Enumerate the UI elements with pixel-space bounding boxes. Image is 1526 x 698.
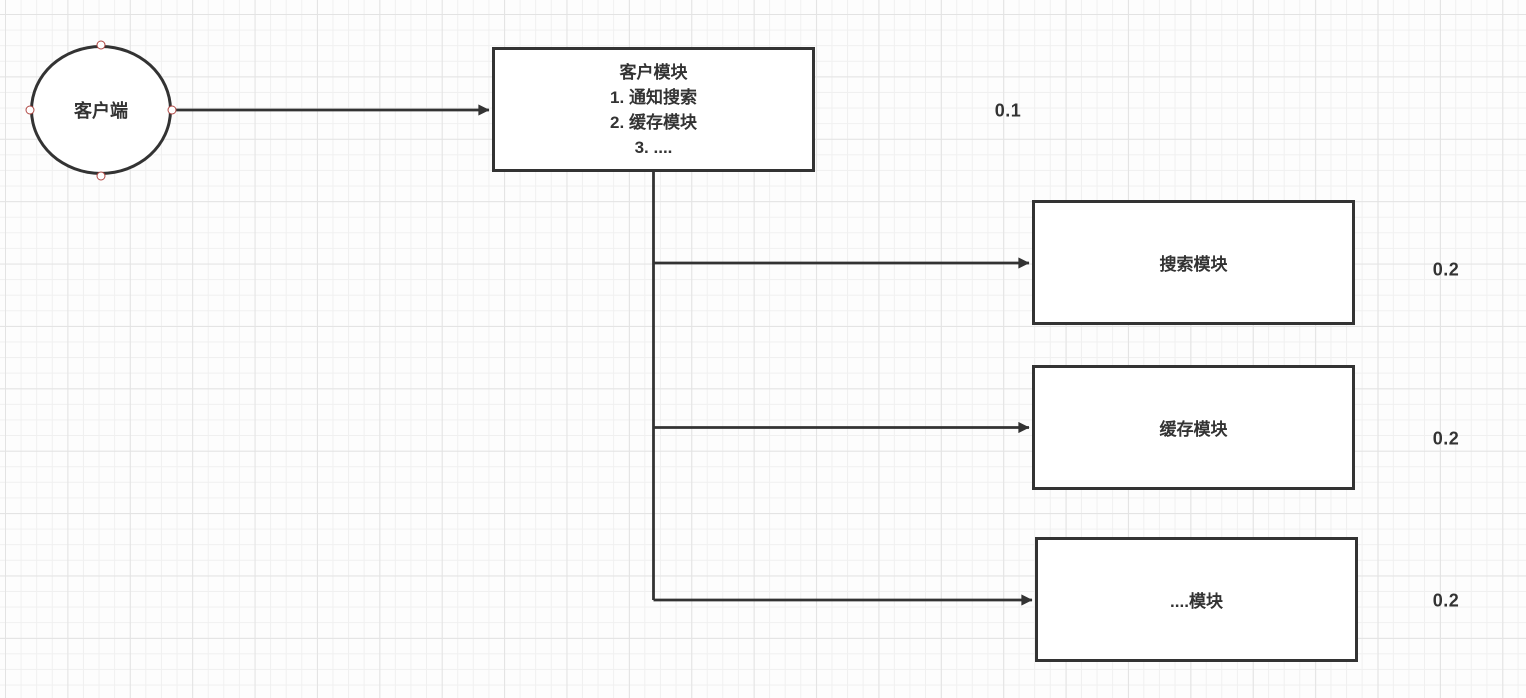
node-client-module-line: 2. 缓存模块	[610, 112, 697, 132]
node-client-module-line: 客户模块	[619, 62, 688, 82]
connection-point-right[interactable]	[167, 105, 177, 115]
node-client-label: 客户端	[74, 101, 128, 121]
node-client[interactable]: 客户端	[30, 45, 172, 175]
annotation-weight-client-module: 0.1	[994, 100, 1022, 121]
node-cache-module-label: 缓存模块	[1159, 420, 1228, 439]
connection-point-left[interactable]	[25, 105, 35, 115]
node-client-module[interactable]: 客户模块 1. 通知搜索 2. 缓存模块 3. ....	[492, 47, 815, 172]
node-search-module[interactable]: 搜索模块	[1032, 200, 1355, 325]
connection-point-top[interactable]	[96, 40, 106, 50]
annotation-weight-cache-module: 0.2	[1432, 428, 1460, 449]
connection-point-bottom[interactable]	[96, 171, 106, 181]
node-other-module-label: ....模块	[1170, 592, 1223, 611]
node-client-module-line: 1. 通知搜索	[610, 87, 697, 107]
node-search-module-label: 搜索模块	[1159, 255, 1228, 274]
node-other-module[interactable]: ....模块	[1035, 537, 1358, 662]
node-cache-module[interactable]: 缓存模块	[1032, 365, 1355, 490]
annotation-weight-search-module: 0.2	[1432, 259, 1460, 280]
node-client-module-line: 3. ....	[634, 137, 673, 157]
annotation-weight-other-module: 0.2	[1432, 590, 1460, 611]
